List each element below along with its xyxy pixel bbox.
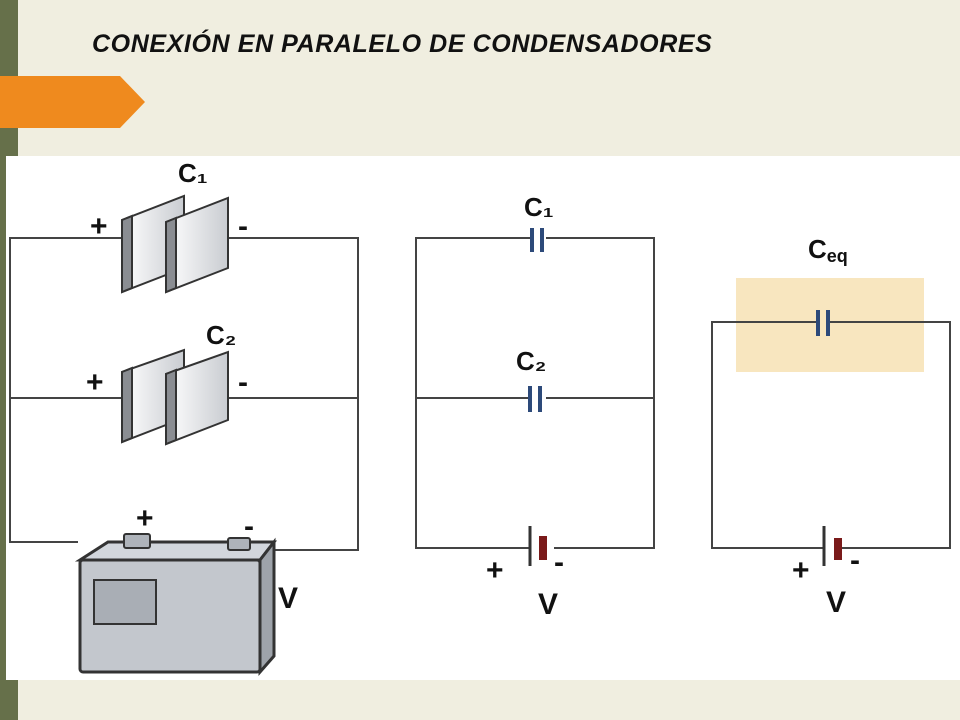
voltage-label-pictorial: V <box>278 582 298 615</box>
circuit2-wires <box>415 237 655 549</box>
schematic-circuit: C₁ C₂ + - V <box>415 192 655 621</box>
c1-label-schematic: C₁ <box>524 192 554 222</box>
battery-plus-equivalent: + <box>792 554 810 587</box>
c1-plus-sign: + <box>90 210 108 243</box>
circuit1-wires <box>9 237 359 551</box>
battery-minus-equivalent: - <box>850 544 860 577</box>
c2-plus-sign: + <box>86 366 104 399</box>
battery-minus-sign: - <box>244 510 254 543</box>
car-battery-icon <box>74 533 278 676</box>
capacitor-c2-plates <box>121 348 229 446</box>
battery-plus-sign: + <box>136 502 154 535</box>
voltage-label-equivalent: V <box>826 586 846 619</box>
slide-title: CONEXIÓN EN PARALELO DE CONDENSADORES <box>92 30 713 58</box>
c1-label-pictorial: C₁ <box>178 158 208 188</box>
c2-label-schematic: C₂ <box>516 346 546 376</box>
c2-label-pictorial: C₂ <box>206 320 236 350</box>
circuit3-wires <box>711 321 951 549</box>
battery-symbol-schematic <box>528 526 547 566</box>
battery-symbol-equivalent <box>822 526 842 566</box>
equivalent-circuit: Ceq + - V <box>711 234 951 619</box>
pictorial-circuit: C₁ C₂ + - + - + - V <box>9 158 359 676</box>
c1-minus-sign: - <box>238 210 248 243</box>
battery-minus-schematic: - <box>554 546 564 579</box>
diagram-panel: C₁ C₂ + - + - + - V <box>6 156 960 680</box>
ceq-label: Ceq <box>808 234 848 266</box>
capacitor-ceq-symbol <box>816 310 830 336</box>
capacitor-c1-plates <box>121 194 229 294</box>
voltage-label-schematic: V <box>538 588 558 621</box>
capacitor-c1-symbol <box>530 228 544 252</box>
c2-minus-sign: - <box>238 366 248 399</box>
orange-arrow-tab <box>0 76 145 128</box>
ceq-label-main: C <box>808 234 827 264</box>
battery-plus-schematic: + <box>486 554 504 587</box>
capacitor-c2-symbol <box>528 386 542 412</box>
ceq-label-subscript: eq <box>827 246 848 266</box>
circuits-svg: C₁ C₂ + - + - + - V <box>9 158 951 676</box>
